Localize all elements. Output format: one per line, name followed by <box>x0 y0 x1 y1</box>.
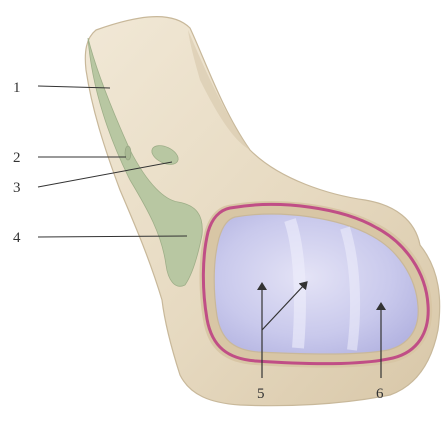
label-4: 4 <box>13 230 21 246</box>
label-5: 5 <box>257 386 265 402</box>
label-6: 6 <box>376 386 384 402</box>
label-3: 3 <box>13 180 21 196</box>
label-1: 1 <box>13 80 21 96</box>
label-2: 2 <box>13 150 21 166</box>
small-green-mark <box>125 146 131 160</box>
